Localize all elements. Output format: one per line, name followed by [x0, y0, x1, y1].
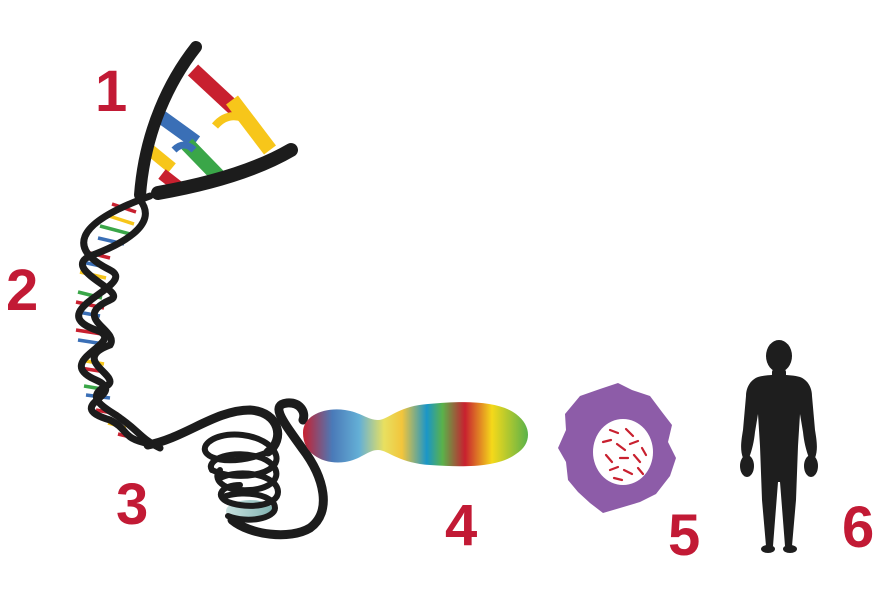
- cell-icon: [558, 383, 676, 513]
- step-label-6: 6: [842, 495, 875, 560]
- dna-strand: [75, 192, 164, 452]
- step-label-2: 2: [6, 258, 39, 323]
- dna-backbone: [134, 41, 298, 201]
- chromosomes-in-nucleus: [601, 427, 648, 482]
- step-label-1: 1: [95, 59, 128, 124]
- base-pairs: [146, 64, 276, 193]
- chromosome-icon: [303, 402, 528, 467]
- step-label-4: 4: [445, 493, 478, 558]
- step-label-5: 5: [668, 503, 701, 568]
- chromatin-coil-icon: [143, 398, 328, 540]
- step-label-3: 3: [116, 472, 149, 537]
- dna-helix-icon: [75, 41, 298, 452]
- human-silhouette-icon: [740, 340, 818, 553]
